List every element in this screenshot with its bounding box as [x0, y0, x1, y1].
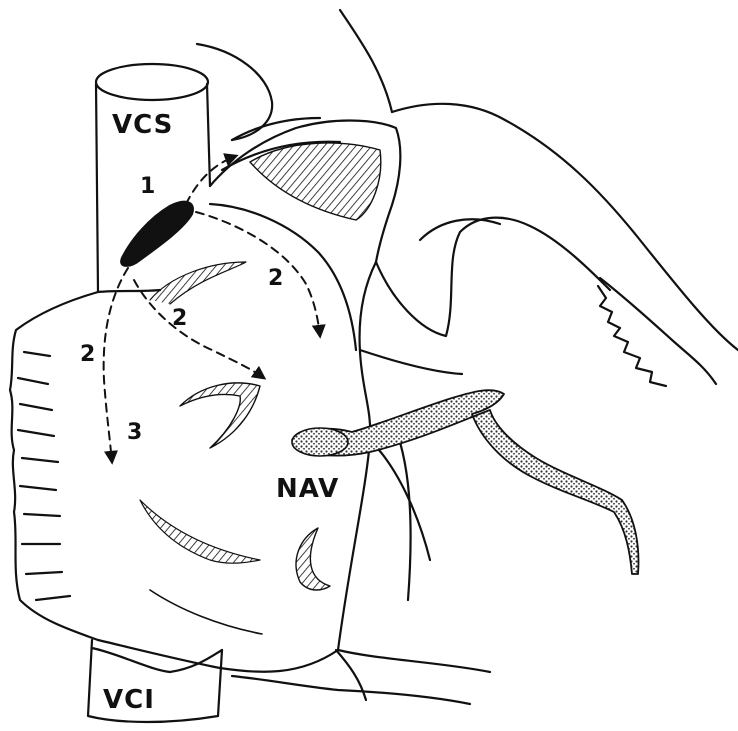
pathway-2-posterior	[104, 268, 128, 462]
label-pathway-2-posterior: 2	[80, 344, 95, 366]
av-node	[292, 390, 638, 574]
crescent-lower	[296, 528, 330, 590]
crescent-upper	[180, 383, 260, 448]
label-vci: VCI	[103, 687, 155, 713]
pathway-1-anterior	[186, 156, 236, 204]
septal-arc	[150, 262, 246, 304]
label-pathway-3: 3	[127, 422, 142, 444]
coronary-sinus-arc	[150, 590, 262, 634]
av-node-head	[292, 428, 348, 456]
tricuspid-arc	[140, 500, 260, 563]
label-pathway-1: 1	[140, 176, 155, 198]
label-pathway-2-upper: 2	[268, 268, 283, 290]
label-vcs: VCS	[112, 112, 173, 138]
sinus-node	[121, 202, 193, 266]
label-pathway-2-middle: 2	[172, 308, 187, 330]
pathway-2-middle	[134, 280, 264, 378]
crista-terminalis	[250, 143, 381, 220]
label-nav: NAV	[276, 476, 339, 502]
